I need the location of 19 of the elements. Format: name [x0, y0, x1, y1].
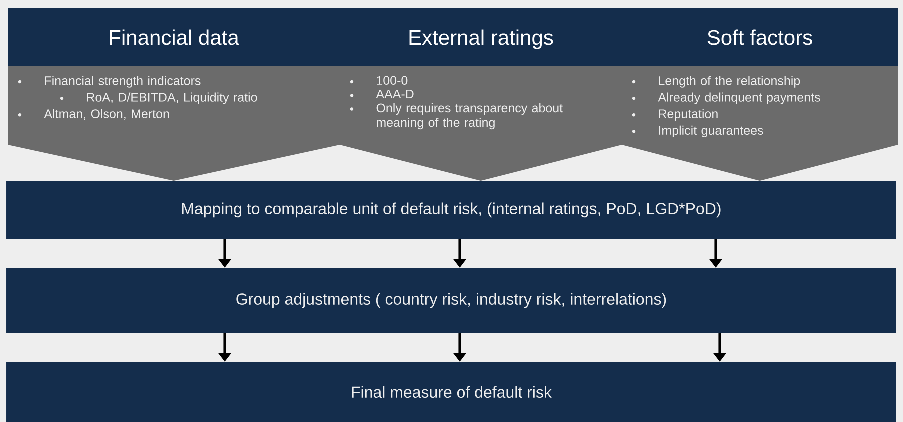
bullet-item: Already delinquent payments [632, 92, 820, 104]
process-box: Group adjustments ( country risk, industry risk, interrelations) [6, 268, 896, 334]
bullet-item: RoA, D/EBITDA, Liquidity ratio [60, 92, 258, 104]
process-box: Final measure of default risk [6, 362, 896, 422]
node-label: External ratings [410, 30, 554, 50]
bullet-item: Length of the relationship [632, 76, 800, 88]
column-panel: Soft factors Length of the relationship Already delinquent payments Reputation Implicit guarantees [622, 8, 898, 181]
bullet-item: Financial strength indicators [18, 76, 201, 88]
column-panel: Financial data Financial strength indicators RoA, D/EBITDA, Liquidity ratio Altman, Olson, Merton [8, 8, 340, 181]
node-label: Soft factors [708, 30, 812, 46]
column-panel: External ratings 100-0 AAA-D Only requires transparency about meaning of the rating [340, 8, 622, 181]
bullet-item: AAA-D [350, 90, 414, 99]
process-box: Mapping to comparable unit of default risk, (internal ratings, PoD, LGD*PoD) [6, 181, 896, 240]
bullet-item: Reputation [632, 109, 718, 121]
node-label: Financial data [110, 30, 240, 46]
bullet-item: Implicit guarantees [632, 126, 764, 138]
bullet-item: Only requires transparency about meaning of the rating [350, 103, 563, 130]
bullet-item: 100-0 [350, 76, 408, 86]
bullet-item: Altman, Olson, Merton [18, 109, 170, 120]
